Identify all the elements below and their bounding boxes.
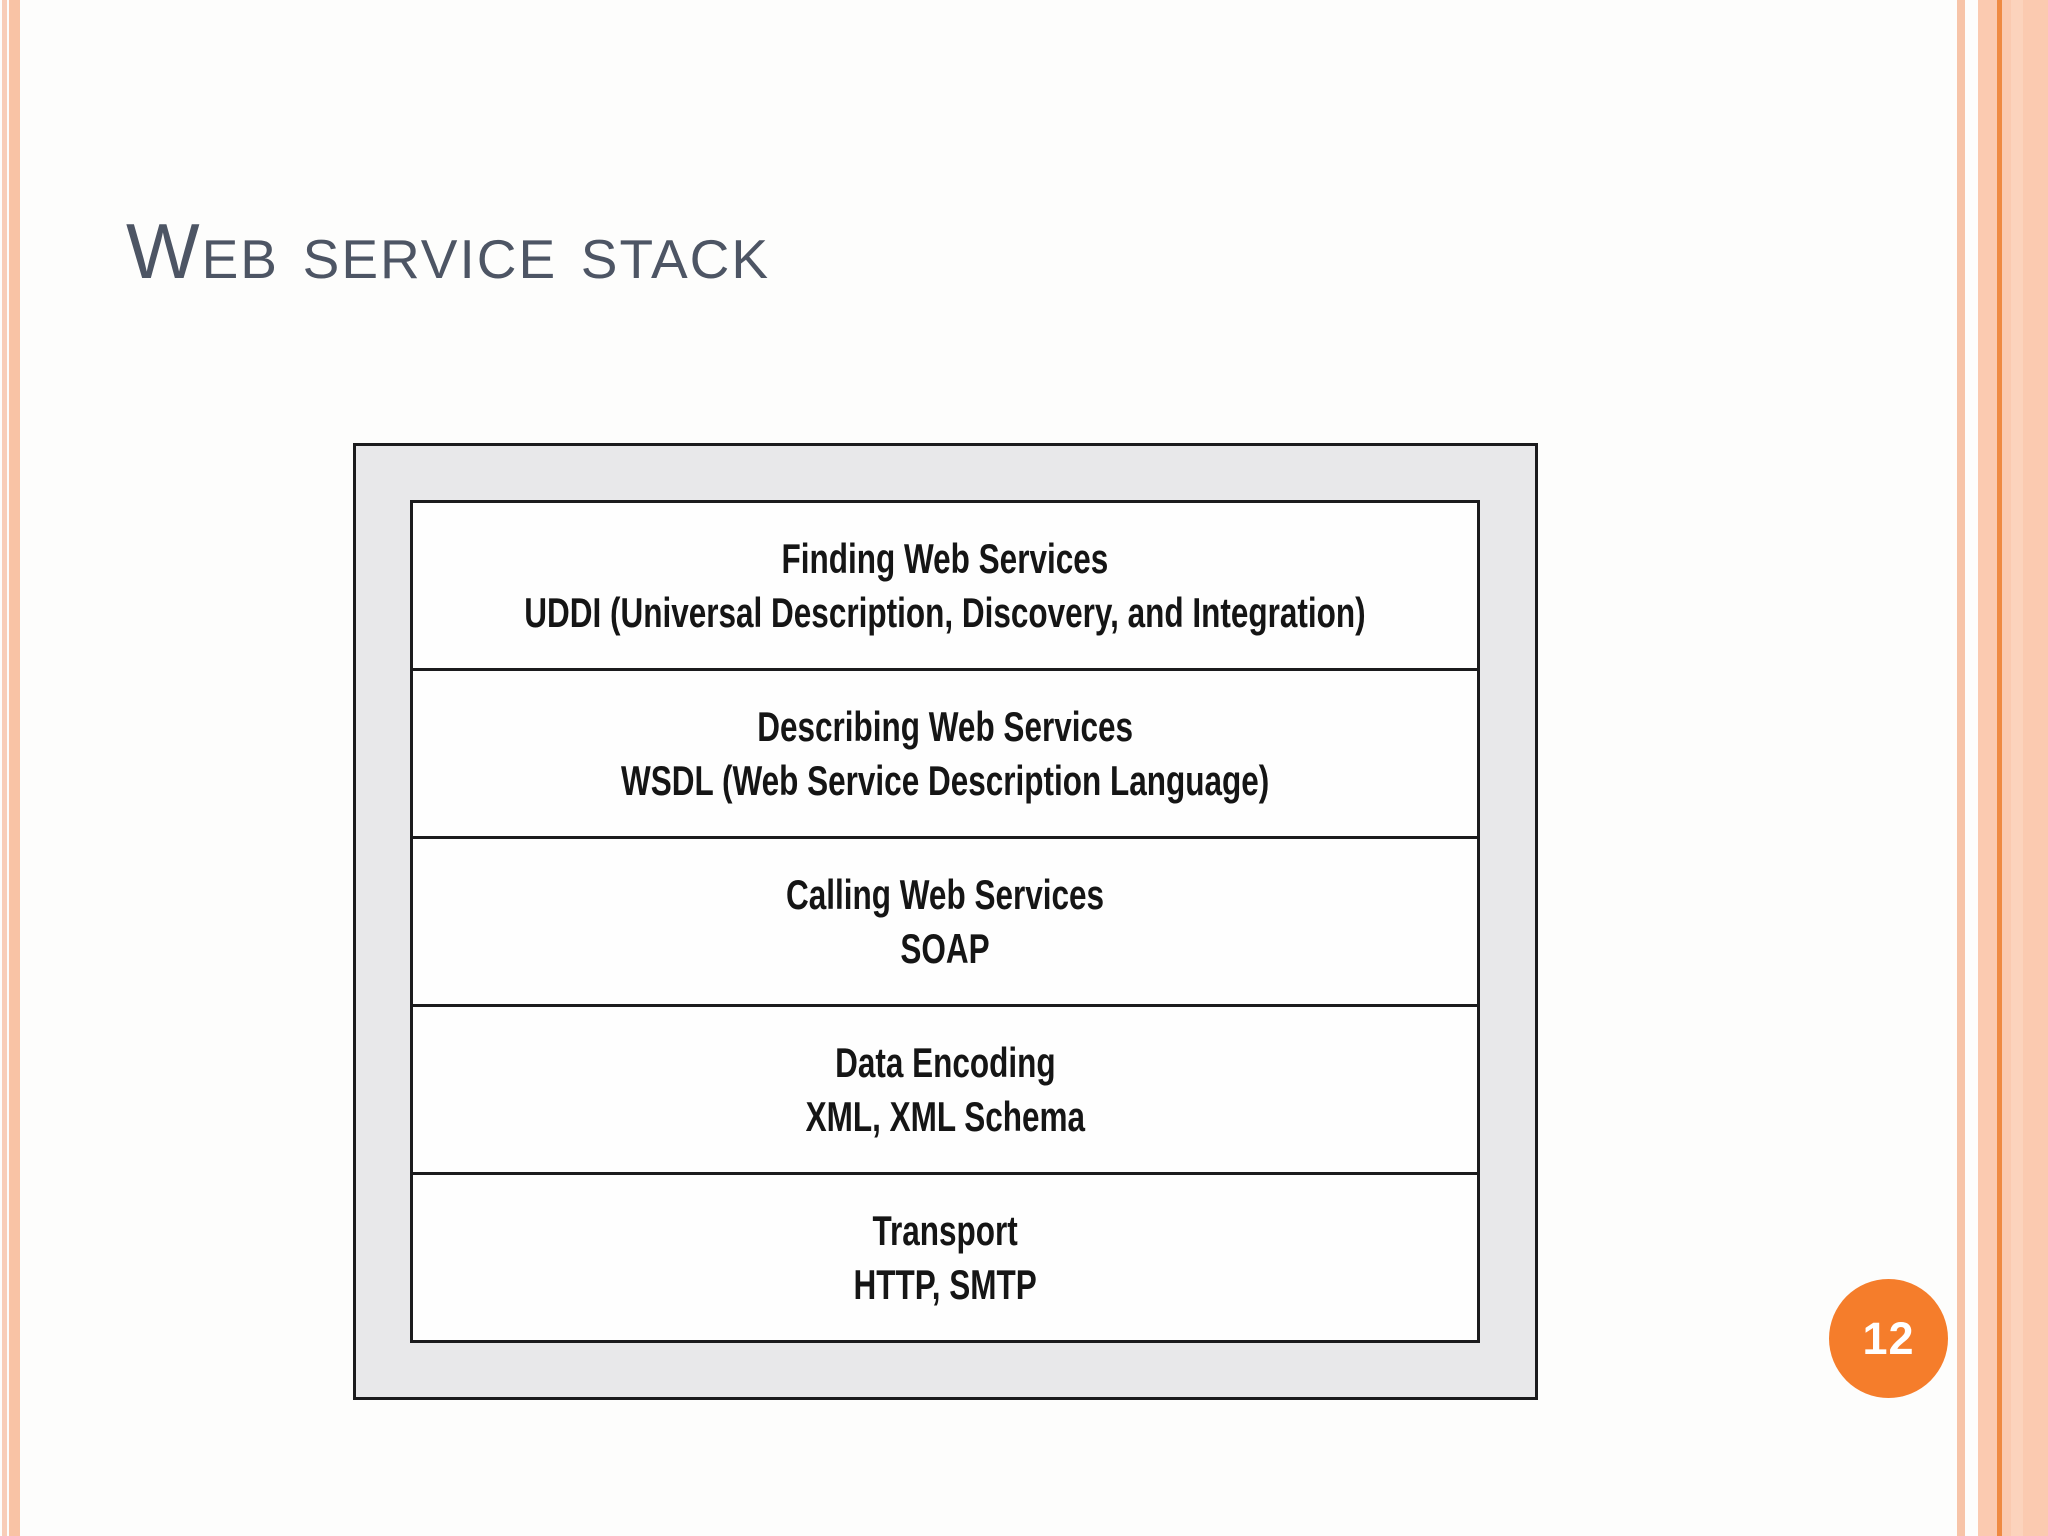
- right-edge-light-stripe: [2011, 0, 2023, 1536]
- layer-tech: UDDI (Universal Description, Discovery, …: [524, 588, 1366, 636]
- layer-label: Data Encoding: [834, 1039, 1056, 1087]
- layer-text: Calling Web Services SOAP: [786, 868, 1104, 975]
- web-service-stack-diagram: Finding Web Services UDDI (Universal Des…: [353, 443, 1538, 1400]
- stack-layer-describing: Describing Web Services WSDL (Web Servic…: [413, 671, 1477, 839]
- stack-layer-calling: Calling Web Services SOAP: [413, 839, 1477, 1007]
- stack-layer-data-encoding: Data Encoding XML, XML Schema: [413, 1007, 1477, 1175]
- layer-text: Describing Web Services WSDL (Web Servic…: [621, 700, 1269, 807]
- layer-label: Describing Web Services: [757, 703, 1133, 751]
- layer-tech: SOAP: [900, 924, 990, 972]
- layer-label: Calling Web Services: [785, 871, 1105, 919]
- right-edge-stripe-thin: [1957, 0, 1965, 1536]
- stack-layers-box: Finding Web Services UDDI (Universal Des…: [410, 500, 1480, 1343]
- left-edge-stripe-wide: [9, 0, 20, 1536]
- layer-text: Data Encoding XML, XML Schema: [805, 1036, 1084, 1143]
- layer-label: Transport: [872, 1207, 1018, 1255]
- stack-layer-transport: Transport HTTP, SMTP: [413, 1175, 1477, 1340]
- page-number: 12: [1862, 1312, 1915, 1364]
- layer-tech: XML, XML Schema: [805, 1092, 1085, 1140]
- layer-tech: HTTP, SMTP: [853, 1260, 1037, 1308]
- layer-text: Finding Web Services UDDI (Universal Des…: [524, 532, 1365, 639]
- right-edge-band: [1978, 0, 2048, 1536]
- slide-title: Web service stack: [126, 207, 771, 295]
- left-edge-stripe-thin: [2, 0, 7, 1536]
- layer-text: Transport HTTP, SMTP: [853, 1204, 1036, 1311]
- layer-tech: WSDL (Web Service Description Language): [620, 756, 1270, 804]
- layer-label: Finding Web Services: [781, 535, 1109, 583]
- page-number-badge: 12: [1829, 1279, 1948, 1398]
- stack-layer-finding: Finding Web Services UDDI (Universal Des…: [413, 503, 1477, 671]
- right-edge-accent-line: [1997, 0, 2002, 1536]
